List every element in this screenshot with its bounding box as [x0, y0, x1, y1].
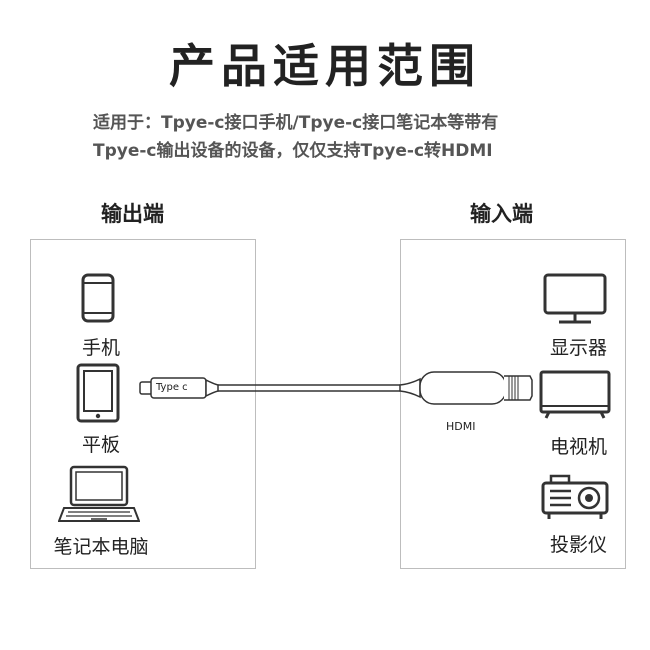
hdmi-connector-label: HDMI — [446, 420, 476, 433]
input-device-label-monitor: 显示器 — [549, 337, 607, 359]
output-device-label-laptop: 笔记本电脑 — [53, 536, 149, 558]
typec-connector-label: Type c — [156, 382, 188, 393]
input-device-label-tv: 电视机 — [549, 436, 607, 458]
laptop-icon — [58, 465, 140, 522]
description-line-2: Tpye-c输出设备的设备，仅仅支持Tpye-c转HDMI — [93, 141, 493, 161]
output-title: 输出端 — [101, 202, 164, 226]
input-device-label-projector: 投影仪 — [549, 534, 607, 556]
typec-to-hdmi-cable-icon — [139, 371, 533, 405]
output-device-label-phone: 手机 — [81, 337, 120, 359]
monitor-icon — [543, 273, 607, 324]
tv-icon — [539, 370, 611, 419]
output-panel: 手机 平板 笔记本电脑 — [30, 239, 256, 569]
phone-icon — [81, 273, 115, 323]
projector-icon — [541, 474, 609, 519]
tablet-icon — [76, 363, 120, 423]
input-title: 输入端 — [470, 202, 533, 226]
input-panel: 显示器 电视机 投影仪 — [400, 239, 626, 569]
description-line-1: 适用于：Tpye-c接口手机/Tpye-c接口笔记本等带有 — [93, 113, 499, 133]
page-title: 产品适用范围 — [169, 39, 481, 93]
output-device-label-tablet: 平板 — [81, 434, 120, 456]
